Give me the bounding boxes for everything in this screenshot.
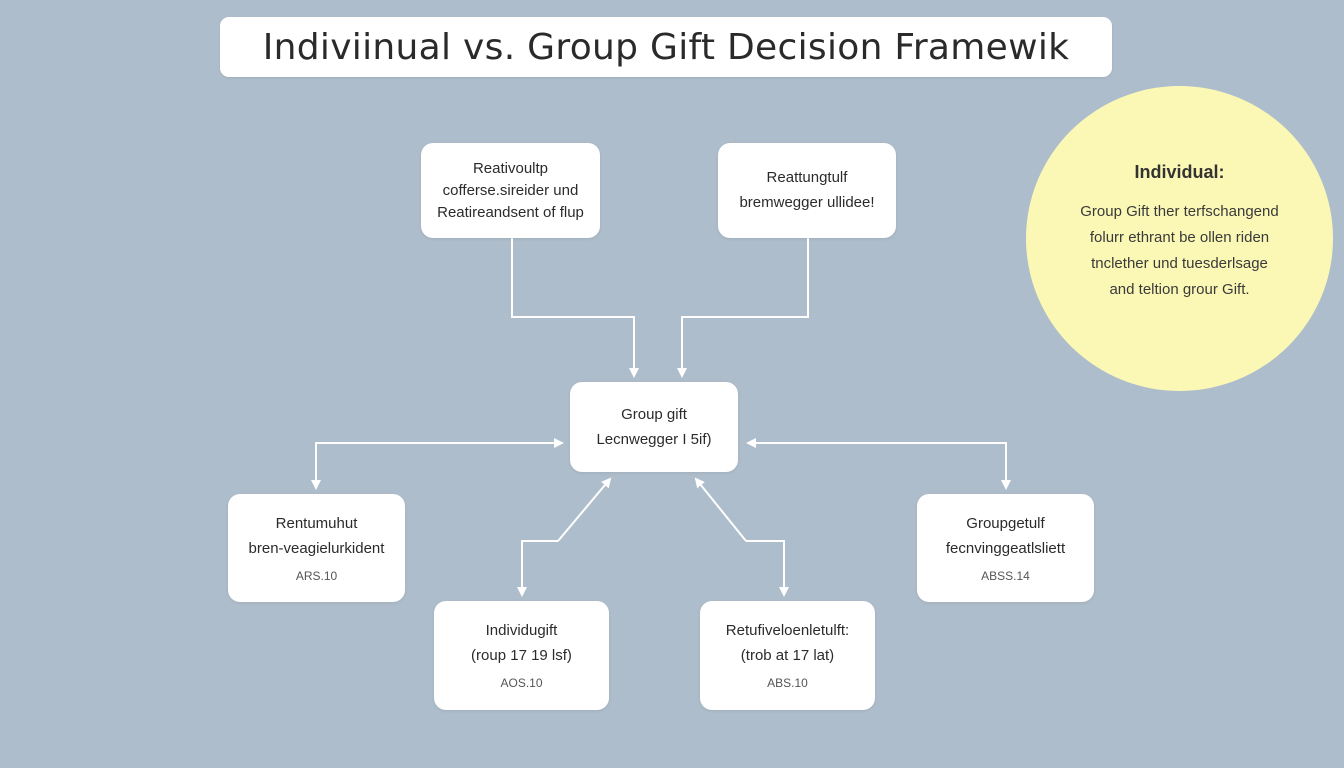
connector-bottom-right-to-center	[694, 477, 747, 542]
node-text: (roup 17 19 lsf)	[471, 647, 572, 664]
node-mid-left: Rentumuhut bren-veagielurkident ARS.10	[228, 494, 405, 602]
connector-center-to-bottom-right	[746, 540, 789, 597]
connector-bottom-left-to-center	[557, 477, 612, 542]
node-text: Group gift	[621, 405, 687, 423]
node-text: cofferse.sireider und	[442, 181, 579, 199]
node-center: Group gift Lecnwegger I 5if)	[570, 382, 738, 472]
connector-top-right-to-center	[677, 238, 809, 378]
node-code: ARS.10	[295, 568, 338, 583]
node-bottom-right: Retufiveloenletulft: (trob at 17 lat) AB…	[700, 601, 875, 710]
node-top-right: Reattungtulf bremwegger ullidee!	[718, 143, 896, 238]
node-code: ABSS.14	[981, 568, 1030, 583]
node-mid-right: Groupgetulf fecnvinggeatlsliett ABSS.14	[917, 494, 1094, 602]
node-text: Lecnwegger I 5if)	[596, 430, 712, 448]
connector-center-to-mid-left	[311, 442, 560, 490]
callout-line: tnclether und tuesderlsage	[1091, 255, 1268, 272]
node-code: ABS.10	[767, 676, 808, 690]
node-text: bremwegger ullidee!	[739, 194, 875, 211]
node-text: fecnvinggeatlsliett	[945, 539, 1066, 557]
callout-heading: Individual:	[1134, 162, 1225, 182]
node-text: Groupgetulf	[966, 514, 1045, 532]
node-text: Individugift	[485, 622, 558, 639]
node-top-left: Reativoultp cofferse.sireider und Reatir…	[421, 143, 600, 238]
connector-top-left-to-center	[511, 238, 639, 378]
callout-line: folurr ethrant be ollen riden	[1089, 229, 1270, 246]
node-text: Reatireandsent of flup	[437, 203, 584, 221]
node-text: Retufiveloenletulft:	[725, 622, 850, 639]
callout-circle: Individual: Group Gift ther terfschangen…	[1026, 86, 1333, 391]
node-text: (trob at 17 lat)	[740, 647, 835, 664]
node-bottom-left: Individugift (roup 17 19 lsf) AOS.10	[434, 601, 609, 710]
title-box: Indiviinual vs. Group Gift Decision Fram…	[220, 17, 1112, 77]
node-code: AOS.10	[500, 676, 543, 690]
connector-center-to-bottom-left	[517, 540, 558, 597]
node-text: Rentumuhut	[275, 514, 358, 532]
node-text: bren-veagielurkident	[248, 539, 385, 557]
node-text: Reattungtulf	[766, 169, 848, 186]
callout-line: and teltion grour Gift.	[1109, 281, 1250, 298]
diagram-title: Indiviinual vs. Group Gift Decision Fram…	[262, 26, 1070, 68]
callout-line: Group Gift ther terfschangend	[1080, 203, 1279, 220]
connector-center-to-mid-right	[750, 442, 1011, 490]
node-text: Reativoultp	[472, 159, 549, 177]
